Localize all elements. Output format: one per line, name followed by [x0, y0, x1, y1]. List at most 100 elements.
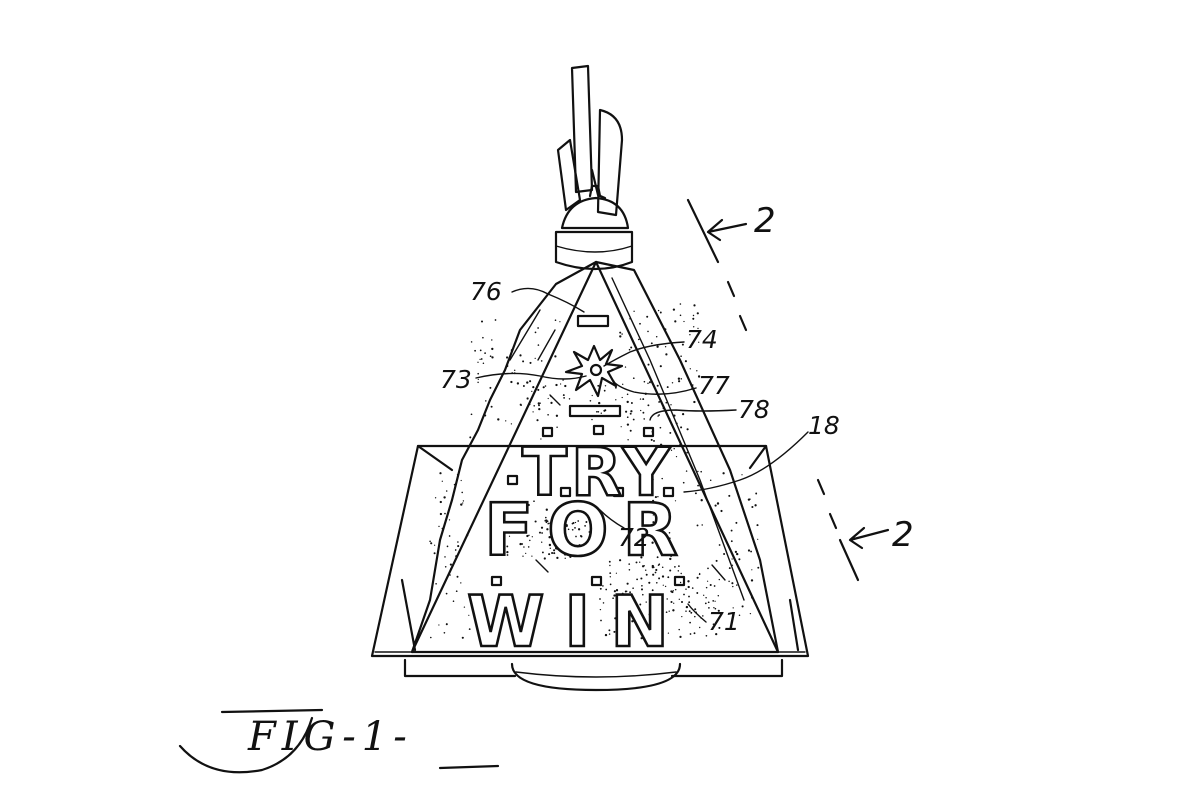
stipple-dot	[540, 526, 544, 529]
stipple-dot	[738, 614, 741, 616]
stipple-dot	[516, 382, 520, 385]
stipple-dot	[479, 349, 482, 352]
stipple-dot	[682, 481, 685, 484]
stipple-dot	[430, 542, 433, 545]
stipple-dot	[460, 582, 462, 584]
stipple-dot	[655, 336, 658, 338]
stipple-dot	[506, 545, 509, 548]
stipple-dot	[626, 400, 629, 404]
stipple-dot	[656, 345, 659, 348]
stipple-dot	[668, 537, 671, 540]
stipple-dot	[712, 623, 715, 626]
stipple-dot	[613, 630, 616, 633]
stipple-dot	[534, 331, 537, 334]
stipple-dot	[630, 346, 633, 349]
stipple-dot	[652, 521, 655, 524]
stipple-dot	[653, 636, 657, 639]
stipple-dot	[664, 346, 667, 348]
stipple-dot	[692, 384, 694, 386]
stipple-dot	[667, 576, 670, 579]
stipple-dot	[444, 566, 447, 568]
stipple-dot	[678, 380, 681, 383]
stipple-dot	[564, 542, 566, 544]
stipple-dot	[522, 360, 525, 363]
stipple-dot	[609, 583, 612, 586]
stipple-dot	[604, 385, 607, 387]
stipple-dot	[756, 524, 759, 527]
stipple-dot	[605, 588, 608, 591]
stipple-dot	[639, 603, 642, 606]
stipple-dot	[526, 511, 528, 513]
stipple-dot	[462, 500, 465, 502]
stipple-dot	[643, 418, 645, 420]
stipple-dot	[640, 588, 644, 591]
stipple-dot	[757, 538, 759, 540]
sign-word-for: FOR	[484, 488, 692, 572]
stipple-dot	[439, 500, 442, 504]
stipple-dot	[648, 613, 651, 616]
stipple-dot	[653, 439, 655, 442]
stipple-dot	[463, 606, 466, 608]
stipple-dot	[723, 552, 726, 556]
stipple-dot	[537, 344, 540, 346]
stipple-dot	[645, 601, 647, 603]
stipple-dot	[448, 535, 451, 537]
stipple-dot	[754, 504, 757, 507]
stipple-dot	[640, 556, 643, 559]
stipple-dot	[494, 319, 497, 321]
stipple-dot	[457, 541, 459, 543]
stipple-dot	[750, 579, 754, 582]
stipple-dot	[461, 636, 464, 639]
stipple-dot	[670, 600, 673, 604]
stipple-dot	[477, 381, 479, 384]
stipple-dot	[585, 521, 588, 523]
stipple-dot	[482, 336, 484, 339]
stipple-dot	[693, 304, 696, 307]
stipple-dot	[659, 426, 662, 429]
stipple-dot	[681, 412, 685, 416]
stipple-dot	[738, 558, 741, 561]
stipple-dot	[513, 369, 516, 372]
stipple-dot	[647, 469, 650, 472]
stipple-dot	[716, 502, 720, 505]
stipple-dot	[647, 404, 650, 407]
stipple-dot	[527, 503, 530, 507]
stipple-dot	[708, 607, 710, 609]
stipple-dot	[668, 610, 670, 612]
stipple-dot	[456, 473, 459, 476]
stipple-dot	[629, 429, 632, 432]
stipple-dot	[731, 558, 733, 560]
stipple-dot	[662, 584, 664, 586]
stipple-dot	[647, 363, 650, 366]
stipple-dot	[732, 607, 734, 609]
stipple-dot	[657, 415, 659, 417]
stipple-dot	[522, 385, 525, 387]
stipple-dot	[551, 551, 554, 555]
stipple-dot	[522, 555, 524, 557]
stipple-dot	[666, 598, 668, 600]
stipple-dot	[728, 580, 730, 583]
stipple-dot	[555, 547, 558, 550]
stipple-dot	[540, 438, 542, 440]
stipple-dot	[591, 394, 593, 397]
stipple-dot	[674, 588, 677, 591]
stipple-dot	[713, 585, 716, 587]
stipple-dot	[569, 543, 572, 546]
stippling	[429, 303, 760, 640]
stipple-dot	[577, 520, 580, 522]
stipple-dot	[679, 443, 682, 447]
stipple-dot	[749, 612, 752, 615]
stipple-dot	[689, 368, 691, 370]
stipple-dot	[528, 534, 530, 536]
triangular-sign	[410, 260, 780, 654]
stipple-dot	[680, 355, 682, 357]
stipple-dot	[672, 308, 676, 311]
ref-74: 74	[686, 325, 718, 354]
stipple-dot	[455, 590, 458, 593]
stipple-dot	[602, 602, 605, 604]
stipple-dot	[635, 561, 638, 564]
stipple-dot	[655, 581, 658, 584]
stipple-dot	[521, 543, 524, 545]
stipple-dot	[548, 553, 551, 556]
stipple-dot	[652, 499, 655, 502]
